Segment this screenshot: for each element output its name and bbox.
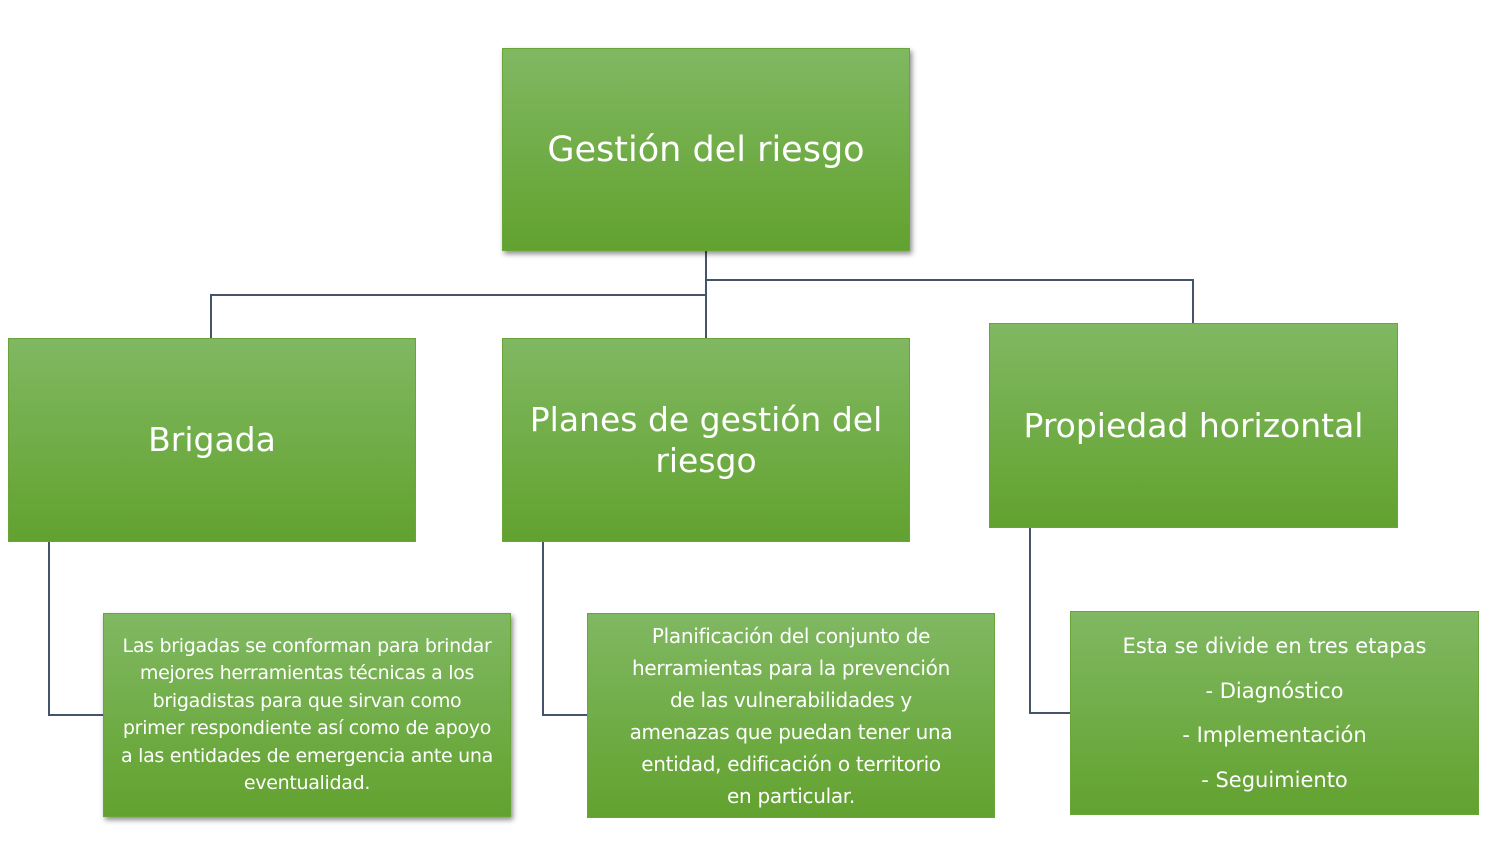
desc-line: - Seguimiento <box>1201 767 1348 792</box>
desc-line: - Diagnóstico <box>1205 678 1344 703</box>
connector-propiedad-desc <box>1029 528 1070 714</box>
desc-planes: Planificación del conjunto de herramient… <box>587 613 995 818</box>
desc-propiedad: Esta se divide en tres etapas - Diagnóst… <box>1070 611 1479 815</box>
desc-line: amenazas que puedan tener una <box>629 719 953 744</box>
desc-line: Las brigadas se conforman para brindar <box>122 634 492 657</box>
desc-line: eventualidad. <box>243 772 371 794</box>
connector-root-propiedad <box>706 279 1194 323</box>
node-label: Propiedad horizontal <box>1023 405 1364 445</box>
desc-brigada: Las brigadas se conforman para brindar m… <box>103 613 511 817</box>
desc-line: primer respondiente así como de apoyo <box>122 717 492 739</box>
desc-line: a las entidades de emergencia ante una <box>121 744 493 767</box>
connector-brigada-desc <box>48 542 103 716</box>
desc-line: mejores herramientas técnicas a los <box>139 662 475 684</box>
node-propiedad: Propiedad horizontal <box>989 323 1398 528</box>
connector-planes-desc <box>542 542 587 716</box>
desc-line: en particular. <box>727 783 855 808</box>
desc-line: herramientas para la prevención <box>632 655 950 680</box>
root-node: Gestión del riesgo <box>502 48 910 251</box>
connector-root-brigada <box>210 251 707 338</box>
node-brigada: Brigada <box>8 338 416 542</box>
desc-line: de las vulnerabilidades y <box>670 687 912 712</box>
root-label: Gestión del riesgo <box>547 129 865 170</box>
desc-line: brigadistas para que sirvan como <box>152 689 462 712</box>
node-label: Brigada <box>148 420 276 460</box>
node-label: Planes de gestión del riesgo <box>529 399 883 480</box>
node-planes: Planes de gestión del riesgo <box>502 338 910 542</box>
desc-line: Esta se divide en tres etapas <box>1122 634 1427 658</box>
desc-line: entidad, edificación o territorio <box>641 751 941 776</box>
desc-line: Planificación del conjunto de <box>651 623 931 648</box>
desc-line: - Implementación <box>1182 723 1367 747</box>
